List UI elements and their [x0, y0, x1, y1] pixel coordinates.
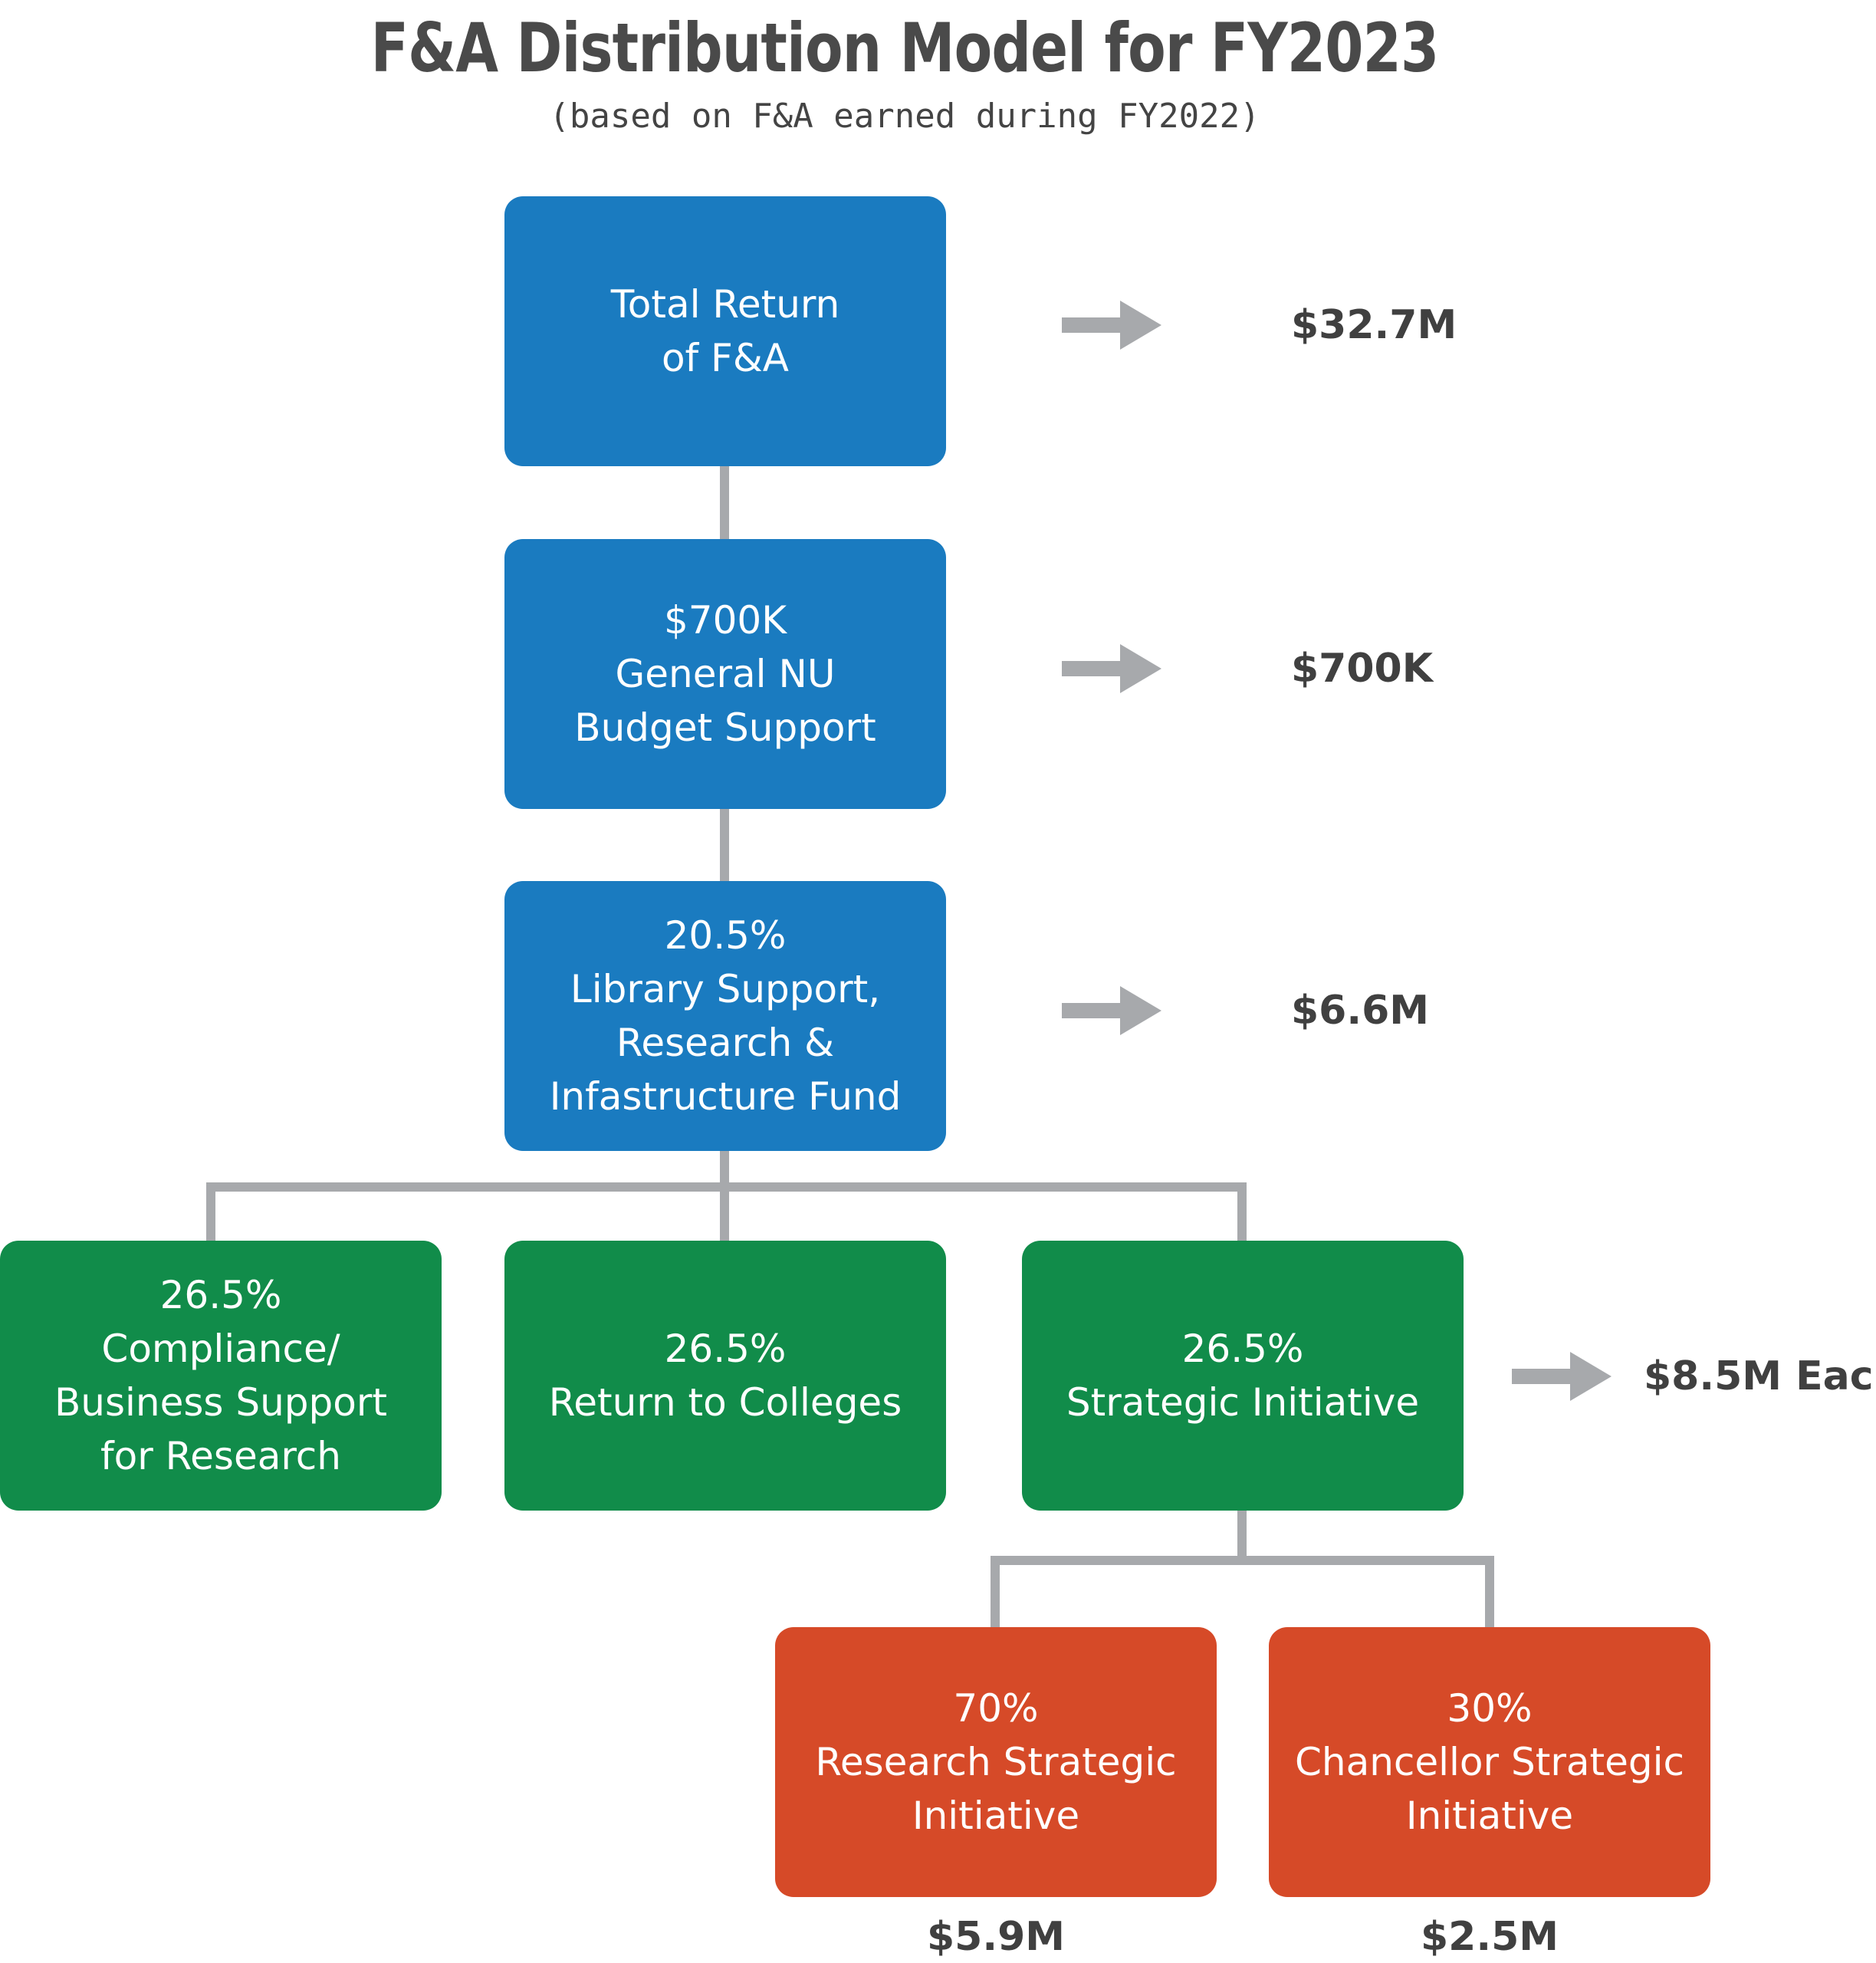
box-library-line-3: Research & [616, 1021, 835, 1065]
box-strategic-line-1: 26.5% [1181, 1327, 1304, 1371]
box-total-return-line-1: Total Return [610, 282, 840, 327]
amount-library: $6.6M [1291, 988, 1430, 1034]
box-compliance-line-2: Compliance/ [101, 1327, 340, 1371]
amount-total-return: $32.7M [1291, 302, 1457, 348]
amount-general-nu: $700K [1291, 646, 1434, 692]
box-research-strategic-line-1: 70% [953, 1686, 1039, 1731]
box-compliance-line-4: for Research [100, 1434, 341, 1478]
box-colleges-line-2: Return to Colleges [548, 1380, 902, 1425]
amount-research-strategic: $5.9M [926, 1914, 1066, 1960]
page-subtitle: (based on F&A earned during FY2022) [549, 97, 1260, 136]
amount-chancellor-strategic: $2.5M [1420, 1914, 1559, 1960]
arrow-right-icon [1062, 301, 1161, 350]
page-title: F&A Distribution Model for FY2023 [370, 8, 1440, 87]
box-colleges-line-1: 26.5% [664, 1327, 787, 1371]
box-general-nu-budget: $700K General NU Budget Support [504, 539, 946, 809]
box-library-line-4: Infastructure Fund [549, 1074, 902, 1119]
arrow-right-icon [1062, 986, 1161, 1035]
box-compliance-business-support: 26.5% Compliance/ Business Support for R… [0, 1241, 442, 1511]
box-library-line-1: 20.5% [664, 913, 787, 958]
box-chancellor-strategic-initiative: 30% Chancellor Strategic Initiative [1269, 1627, 1710, 1897]
box-library-support: 20.5% Library Support, Research & Infast… [504, 881, 946, 1151]
box-general-nu-line-2: General NU [615, 652, 836, 696]
box-total-return-line-2: of F&A [661, 336, 790, 380]
box-chancellor-strategic-line-2: Chancellor Strategic [1294, 1740, 1685, 1784]
box-compliance-line-1: 26.5% [159, 1273, 282, 1317]
box-research-strategic-initiative: 70% Research Strategic Initiative [775, 1627, 1217, 1897]
box-chancellor-strategic-line-1: 30% [1447, 1686, 1533, 1731]
box-general-nu-line-1: $700K [663, 598, 787, 643]
box-total-return: Total Return of F&A [504, 196, 946, 466]
box-return-to-colleges: 26.5% Return to Colleges [504, 1241, 946, 1511]
box-compliance-line-3: Business Support [54, 1380, 388, 1425]
box-research-strategic-line-2: Research Strategic [815, 1740, 1177, 1784]
arrow-right-icon [1062, 644, 1161, 693]
box-strategic-line-2: Strategic Initiative [1066, 1380, 1420, 1425]
amount-strategic-each: $8.5M Each [1644, 1353, 1876, 1399]
box-library-line-2: Library Support, [570, 967, 881, 1011]
arrow-right-icon [1512, 1352, 1612, 1401]
box-general-nu-line-3: Budget Support [574, 705, 876, 750]
box-chancellor-strategic-line-3: Initiative [1405, 1794, 1574, 1838]
box-research-strategic-line-3: Initiative [912, 1794, 1080, 1838]
box-strategic-initiative: 26.5% Strategic Initiative [1022, 1241, 1464, 1511]
